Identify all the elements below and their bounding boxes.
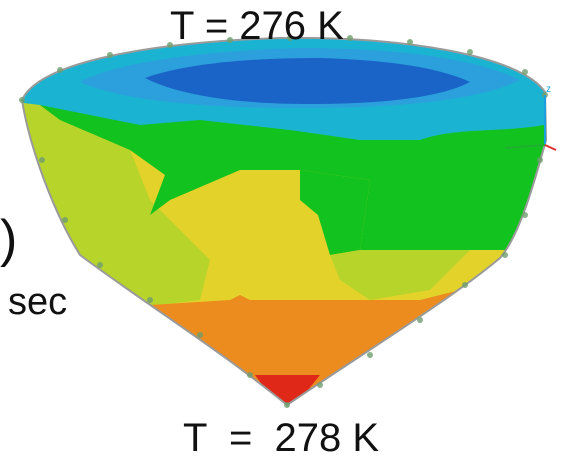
mesh-nodes [19, 35, 548, 408]
partial-paren-label: ) [0, 210, 18, 268]
svg-text:z: z [546, 84, 551, 95]
band-red [255, 375, 320, 406]
band-yellow-finger [230, 250, 300, 300]
bottom-temperature-label: T = 278 K [183, 416, 380, 460]
band-yellow-green-right [330, 250, 470, 300]
top-temperature-label: T = 276 K [170, 4, 344, 48]
band-orange [150, 290, 470, 406]
mesh-outline [20, 36, 548, 407]
axis-triad-icon: z [504, 84, 557, 151]
time-unit-label: sec [8, 281, 68, 323]
band-blue [145, 58, 470, 104]
band-green-tongue [300, 170, 370, 255]
